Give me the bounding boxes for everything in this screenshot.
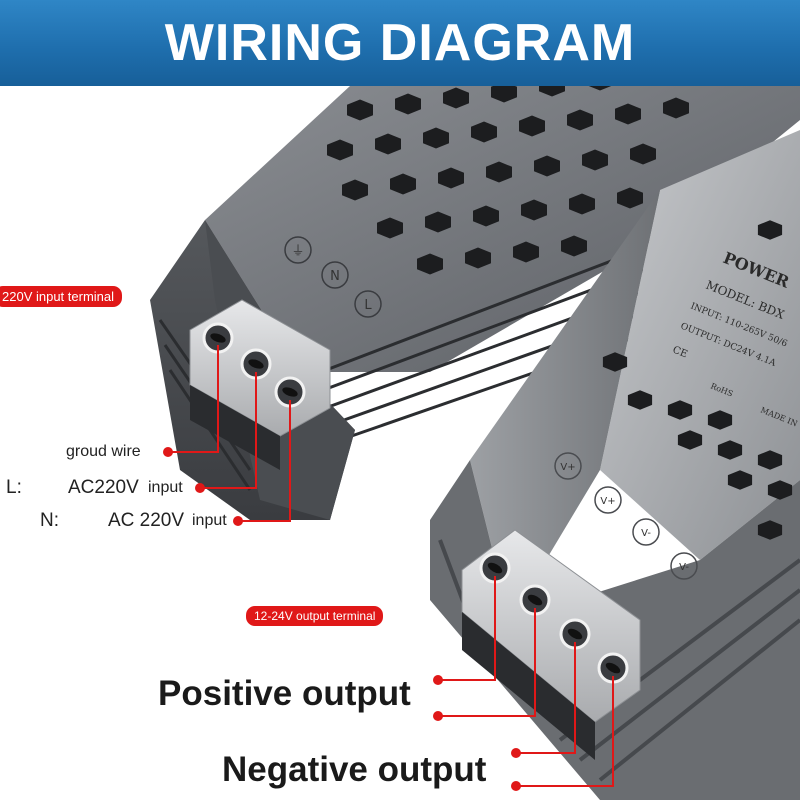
- vent-hole: [663, 97, 689, 119]
- negative-output-label: Negative output: [222, 750, 487, 789]
- vent-hole: [327, 139, 353, 161]
- leader-dots: [163, 447, 521, 791]
- vent-hole: [534, 155, 560, 177]
- ventilation-holes: [327, 86, 689, 275]
- vent-hole: [727, 470, 753, 490]
- vent-hole: [375, 133, 401, 155]
- vent-hole: [342, 179, 368, 201]
- v-plus-symbol: V+: [560, 462, 575, 473]
- vent-hole: [677, 430, 703, 450]
- ground-symbol-icon: ⏚: [291, 244, 304, 259]
- ground-wire-label: groud wire: [66, 443, 141, 460]
- vent-hole: [569, 193, 595, 215]
- vent-hole: [707, 410, 733, 430]
- ce-mark: CE: [671, 345, 689, 361]
- v-plus-symbol: V+: [600, 496, 615, 507]
- live-prefix: L:: [6, 477, 22, 498]
- vent-hole: [465, 247, 491, 269]
- power-supply-photo: ⏚ N L: [150, 86, 800, 800]
- output-terminal-badge: 12-24V output terminal: [246, 606, 384, 626]
- vent-hole: [443, 87, 469, 109]
- diagram-title: WIRING DIAGRAM: [164, 14, 636, 72]
- vent-hole: [390, 173, 416, 195]
- vent-hole: [667, 400, 693, 420]
- ventilation-holes: [602, 220, 793, 540]
- vent-hole: [582, 149, 608, 171]
- vent-hole: [486, 161, 512, 183]
- vent-hole: [539, 86, 565, 97]
- vent-hole: [347, 99, 373, 121]
- vent-hole: [602, 352, 628, 372]
- v-minus-symbol: V-: [641, 528, 651, 539]
- input-terminal-badge: 220V input terminal: [0, 286, 123, 307]
- vent-hole: [471, 121, 497, 143]
- vent-hole: [767, 480, 793, 500]
- vent-hole: [627, 390, 653, 410]
- live-input-label: input: [148, 479, 183, 496]
- vent-hole: [617, 187, 643, 209]
- vent-hole: [491, 86, 517, 103]
- vent-hole: [615, 103, 641, 125]
- vent-hole: [757, 520, 783, 540]
- vent-hole: [561, 235, 587, 257]
- vent-hole: [377, 217, 403, 239]
- vent-hole: [630, 143, 656, 165]
- neutral-voltage-label: AC 220V: [108, 510, 185, 531]
- vent-hole: [513, 241, 539, 263]
- vent-hole: [567, 109, 593, 131]
- vent-hole: [521, 199, 547, 221]
- v-minus-symbol: V-: [679, 562, 689, 573]
- neutral-symbol: N: [330, 269, 340, 284]
- vent-hole: [438, 167, 464, 189]
- vent-hole: [395, 93, 421, 115]
- vent-hole: [417, 253, 443, 275]
- vent-hole: [519, 115, 545, 137]
- vent-hole: [717, 440, 743, 460]
- vent-hole: [425, 211, 451, 233]
- live-voltage-label: AC220V: [68, 477, 139, 498]
- vent-hole: [588, 86, 612, 91]
- vent-hole: [423, 127, 449, 149]
- input-power-supply: ⏚ N L: [150, 86, 800, 520]
- title-banner: WIRING DIAGRAM: [0, 0, 800, 86]
- vent-hole: [757, 450, 783, 470]
- live-symbol: L: [364, 298, 372, 313]
- neutral-prefix: N:: [40, 510, 59, 531]
- positive-output-label: Positive output: [158, 674, 411, 713]
- neutral-input-label: input: [192, 512, 227, 529]
- vent-hole: [473, 205, 499, 227]
- input-terminal-block: [189, 299, 331, 470]
- leader-lines: [168, 345, 614, 787]
- vent-hole: [757, 220, 783, 240]
